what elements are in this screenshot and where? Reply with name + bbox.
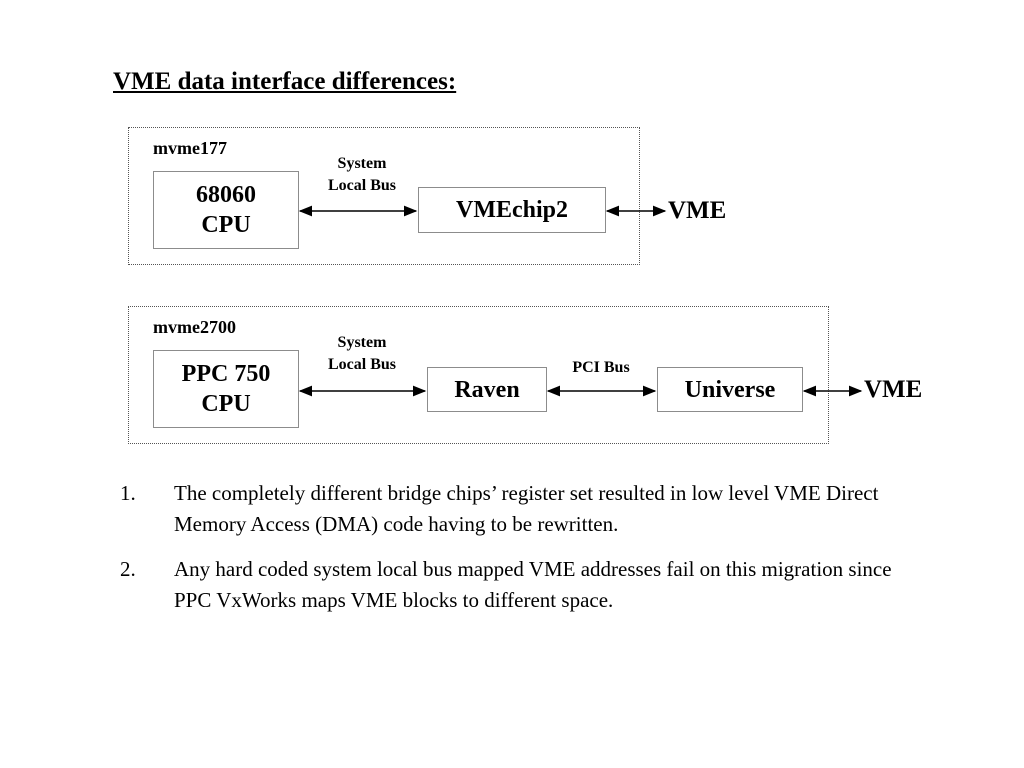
note-text: Any hard coded system local bus mapped V… [174, 557, 892, 612]
cpu-68060-box: 68060 CPU [153, 171, 299, 249]
cpu-68060-line2: CPU [201, 212, 251, 238]
note-text: The completely different bridge chips’ r… [174, 481, 879, 536]
note-number: 1. [120, 481, 136, 505]
bus1-line2: Local Bus [327, 177, 396, 194]
bus2-line2: Local Bus [327, 356, 396, 373]
system-local-bus-label-2: System Local Bus [310, 332, 414, 376]
cpu-68060-line1: 68060 [196, 182, 256, 208]
raven-box: Raven [427, 367, 547, 412]
bus2-line1: System [337, 334, 387, 351]
pci-bus-label: PCI Bus [572, 359, 630, 376]
note-item: 2. Any hard coded system local bus mappe… [120, 554, 920, 616]
cpu-ppc750-line1: PPC 750 [181, 361, 271, 387]
bus1-line1: System [337, 155, 387, 172]
cpu-ppc750-line2: CPU [201, 391, 251, 417]
vmechip2-box: VMEchip2 [418, 187, 606, 233]
vme-label-2: VME [864, 376, 923, 403]
page-title: VME data interface differences: [113, 68, 457, 95]
mvme177-label: mvme177 [153, 138, 227, 158]
notes-list: 1. The completely different bridge chips… [120, 478, 920, 630]
cpu-ppc750-box: PPC 750 CPU [153, 350, 299, 428]
universe-box: Universe [657, 367, 803, 412]
mvme2700-group [128, 306, 829, 444]
vme-label-1: VME [668, 197, 727, 224]
mvme177-group [128, 127, 640, 265]
system-local-bus-label-1: System Local Bus [310, 153, 414, 197]
note-number: 2. [120, 557, 136, 581]
note-item: 1. The completely different bridge chips… [120, 478, 920, 540]
mvme2700-label: mvme2700 [153, 317, 236, 337]
